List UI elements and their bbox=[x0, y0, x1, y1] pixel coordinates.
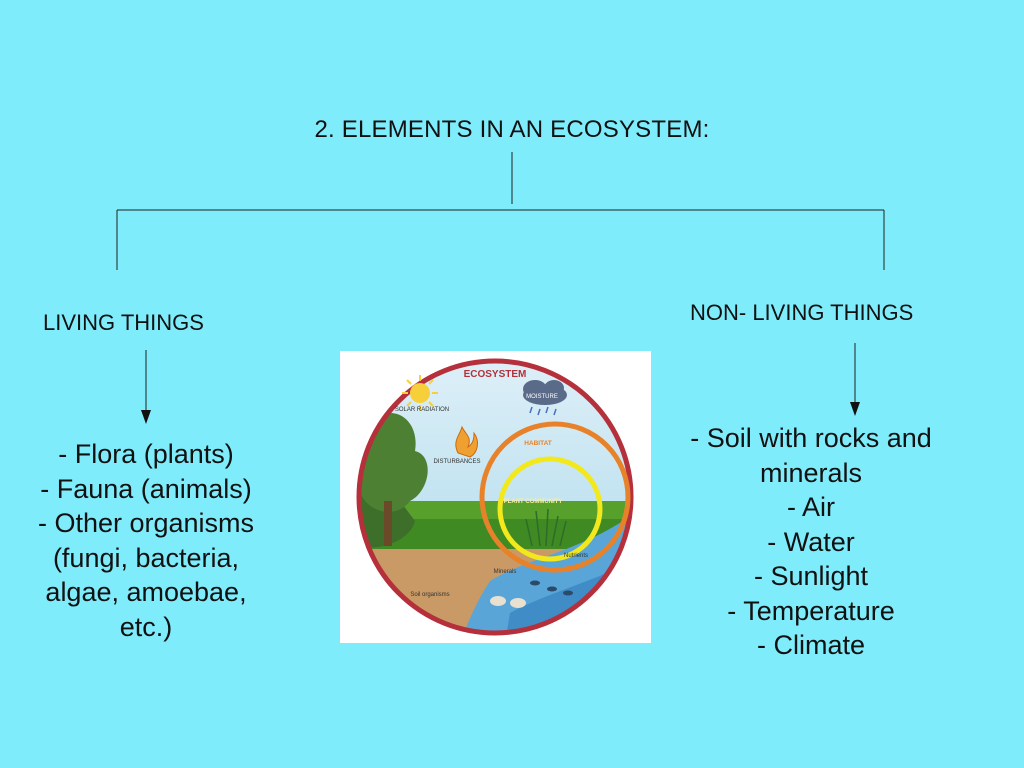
rocks-icon bbox=[490, 596, 526, 608]
living-things-list: - Flora (plants) - Fauna (animals) - Oth… bbox=[10, 437, 282, 644]
list-item: - Temperature bbox=[727, 595, 895, 626]
ecosystem-label: ECOSYSTEM bbox=[464, 369, 527, 380]
minerals-label: Minerals bbox=[494, 569, 517, 575]
habitat-label: HABITAT bbox=[524, 440, 552, 447]
plant-community-ring bbox=[497, 456, 603, 562]
list-item: - Water bbox=[767, 526, 855, 557]
list-item: - Other organisms bbox=[37, 508, 255, 538]
living-things-heading: LIVING THINGS bbox=[43, 310, 204, 335]
sun-icon bbox=[402, 375, 438, 411]
list-item: (fungi, bacteria, bbox=[52, 542, 240, 573]
list-item: - Fauna (animals) bbox=[40, 473, 252, 504]
cloud-icon bbox=[523, 380, 567, 416]
reeds-icon bbox=[525, 508, 567, 547]
habitat-ring bbox=[479, 421, 631, 573]
fire-icon bbox=[455, 425, 478, 458]
right-arrow-head bbox=[850, 402, 860, 416]
list-item: - Soil with rocks and bbox=[690, 423, 932, 453]
moisture-label: MOISTURE bbox=[526, 394, 558, 400]
disturbances-label: DISTURBANCES bbox=[433, 459, 480, 465]
non-living-things-list: - Soil with rocks and minerals - Air - W… bbox=[662, 421, 960, 663]
solar-label: SOLAR RADIATION bbox=[395, 407, 449, 413]
list-item: - Air bbox=[786, 492, 835, 522]
soil-organisms-label: Soil organisms bbox=[410, 592, 449, 598]
list-item: - Sunlight bbox=[753, 561, 869, 591]
ecosystem-ring bbox=[356, 358, 634, 636]
nutrients-label: Nutrients bbox=[564, 553, 588, 559]
list-item: etc.) bbox=[119, 611, 173, 642]
left-arrow-head bbox=[141, 410, 151, 424]
list-item: minerals bbox=[759, 457, 863, 488]
page-title: 2. ELEMENTS IN AN ECOSYSTEM: bbox=[314, 116, 710, 143]
list-item: - Climate bbox=[756, 630, 865, 660]
plant-community-label: PLANT COMMUNITY bbox=[504, 499, 563, 505]
non-living-things-heading: NON- LIVING THINGS bbox=[690, 300, 914, 325]
list-item: algae, amoebae, bbox=[45, 577, 247, 607]
list-item: - Flora (plants) bbox=[58, 439, 234, 469]
fish-icon bbox=[530, 580, 573, 596]
ecosystem-illustration: ECOSYSTEM SOLAR RADIATION MOISTURE DISTU… bbox=[340, 351, 651, 643]
